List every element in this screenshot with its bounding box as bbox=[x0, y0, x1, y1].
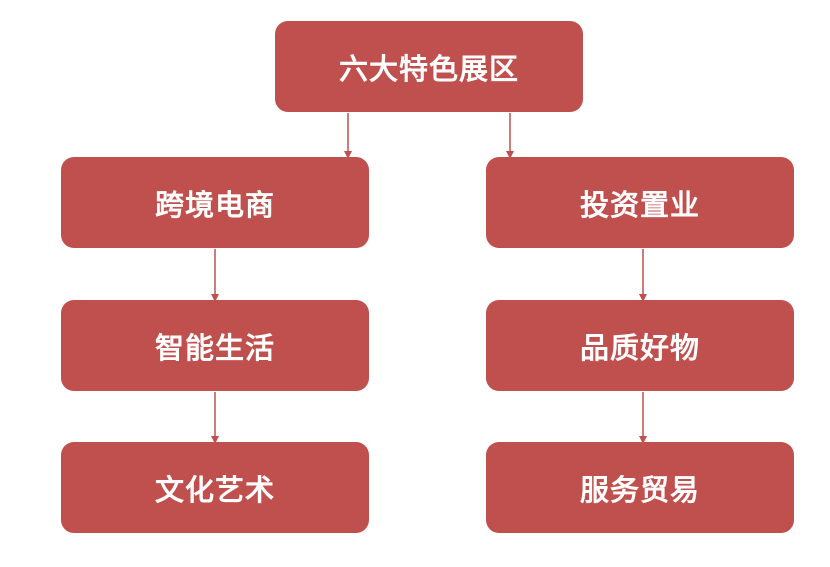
node-label: 文化艺术 bbox=[154, 472, 275, 507]
node-quality-goods: 品质好物 bbox=[486, 300, 794, 391]
node-service-trade: 服务贸易 bbox=[486, 442, 794, 533]
node-label: 跨境电商 bbox=[154, 187, 275, 222]
node-cross-border-ecommerce: 跨境电商 bbox=[61, 157, 369, 248]
node-label: 投资置业 bbox=[579, 187, 700, 222]
node-label: 智能生活 bbox=[154, 330, 275, 365]
root-node-label: 六大特色展区 bbox=[338, 51, 519, 86]
node-label: 服务贸易 bbox=[579, 472, 700, 507]
node-smart-living: 智能生活 bbox=[61, 300, 369, 391]
root-node: 六大特色展区 bbox=[275, 21, 583, 112]
node-label: 品质好物 bbox=[579, 330, 700, 365]
node-investment-property: 投资置业 bbox=[486, 157, 794, 248]
node-culture-art: 文化艺术 bbox=[61, 442, 369, 533]
